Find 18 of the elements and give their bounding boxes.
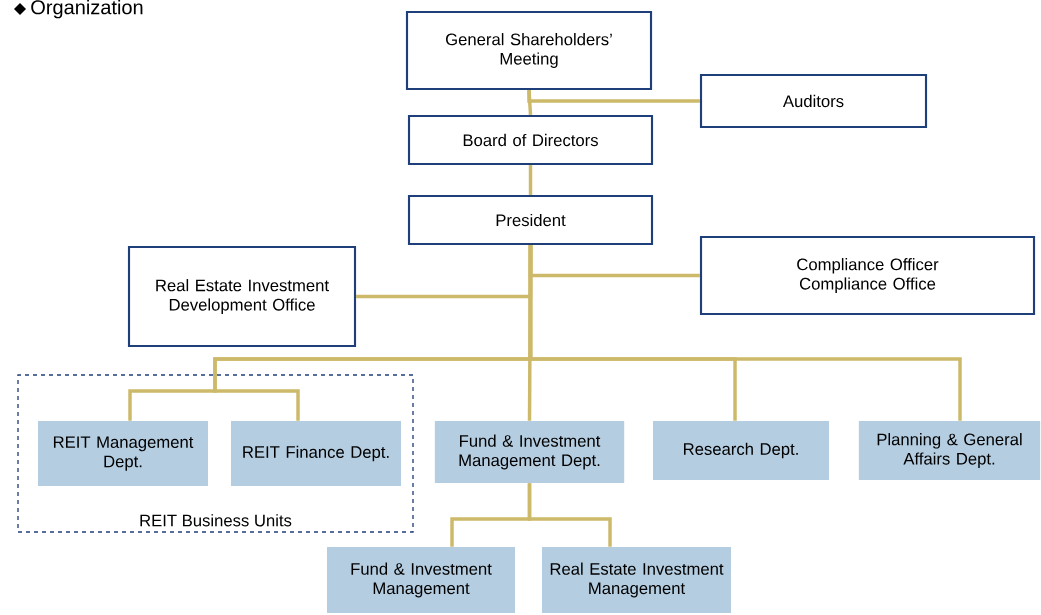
connector-line: [528, 245, 962, 421]
connector-line: [527, 90, 700, 103]
org-box: President: [407, 194, 654, 246]
connector-line: [527, 483, 612, 547]
org-box: Real Estate Investment Development Office: [127, 245, 357, 348]
title: Organization: [31, 0, 143, 19]
department-box: Fund & Investment Management: [327, 547, 515, 613]
department-box: REIT Finance Dept.: [231, 421, 401, 486]
department-box: REIT Management Dept.: [38, 421, 208, 486]
org-box: Board of Directors: [407, 114, 654, 166]
connector-line: [528, 165, 533, 195]
department-box: Fund & Investment Management Dept.: [434, 421, 625, 483]
org-box: Auditors: [699, 73, 928, 129]
department-box: Real Estate Investment Management: [542, 547, 731, 613]
department-box: Planning & General Affairs Dept.: [858, 421, 1041, 480]
org-box: General Shareholders’ Meeting: [405, 10, 653, 91]
department-box: Research Dept.: [653, 421, 829, 480]
org-box: Compliance Officer Compliance Office: [699, 235, 1036, 316]
